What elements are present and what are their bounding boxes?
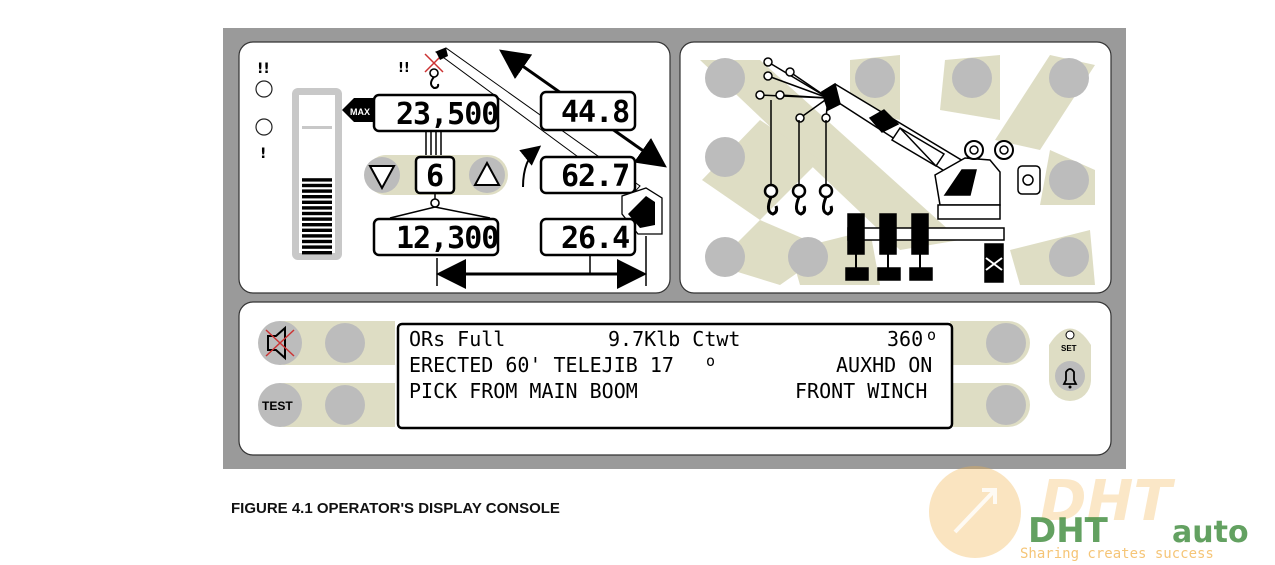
config-button[interactable] [1049,237,1089,277]
svg-text:SET: SET [1061,344,1077,353]
boom-angle-display [539,155,637,195]
load-bar-segment [302,234,332,238]
config-button[interactable] [1049,160,1089,200]
figure-caption: FIGURE 4.1 OPERATOR'S DISPLAY CONSOLE [231,500,560,517]
set-button[interactable]: SET [1049,328,1091,402]
svg-text:auto: auto [1172,515,1249,550]
boom-length-display [539,90,637,132]
load-bar-segment [302,178,332,182]
lcd-line1-mid: 9.7Klb Ctwt [608,327,740,351]
load-bar-segment [302,251,332,255]
decrease-parts-button[interactable] [364,157,400,193]
boom-angle-arc [519,145,542,188]
svg-text:MAX: MAX [350,107,370,117]
lcd-degree-mark-1: o [927,326,936,344]
soft-key-right-top[interactable] [986,323,1026,363]
soft-key-left-top[interactable] [325,323,365,363]
single-warning-lamp [255,118,273,136]
increase-parts-button[interactable] [469,157,505,193]
config-buttons[interactable] [705,58,1089,277]
load-bar-segment [302,195,332,199]
radius-value: 26.4 [561,221,629,256]
lcd-degree-mark-2: o [706,352,715,370]
load-bar-segment [302,206,332,210]
watermark-logo: DHT DHT auto Sharing creates success [929,466,1249,562]
load-bar-segment [302,200,332,204]
boom-angle-value: 62.7 [561,159,629,194]
load-bar-graph [292,88,342,260]
single-warning-icon: ! [260,146,266,162]
lcd-line1-left: ORs Full [409,327,505,351]
hook-block-icon [389,193,491,219]
double-warning-lamp [255,80,273,98]
config-button[interactable] [952,58,992,98]
load-bar-segment [302,211,332,216]
svg-text:DHT: DHT [1040,469,1175,534]
config-button[interactable] [705,137,745,177]
alarm-mute-button[interactable] [258,321,302,365]
radius-arrow [436,236,647,289]
load-bar-limit-mark [302,126,332,129]
config-button[interactable] [705,237,745,277]
load-bar-segment [302,217,332,221]
max-badge: MAX [342,98,374,122]
lcd-line3-left: PICK FROM MAIN BOOM [409,379,638,403]
load-bar-segment [302,228,332,232]
config-button[interactable] [788,237,828,277]
double-warning-icon: !! [257,61,270,77]
bell-icon [1062,368,1078,385]
lcd-message-display [396,322,954,430]
config-button[interactable] [1049,58,1089,98]
svg-text:TEST: TEST [262,399,293,413]
svg-text:!: ! [260,146,266,162]
lcd-line2-left: ERECTED 60' TELEJIB 17 [409,353,674,377]
lcd-line3-right: FRONT WINCH [795,379,927,403]
lcd-line2-right: AUXHD ON [836,353,932,377]
load-bar-segment [302,189,332,193]
svg-text:!!: !! [257,61,270,77]
config-button[interactable] [855,58,895,98]
lcd-line1-right: 360 [887,327,923,351]
crane-illustration-icon [755,57,1041,283]
config-button[interactable] [705,58,745,98]
load-bar-segment [302,239,332,244]
load-bar-segment [302,183,332,188]
max-load-value: 23,500 [396,97,498,132]
reeving-lines [425,131,442,157]
svg-text:!!: !! [398,61,410,76]
load-bar-segment [302,223,332,227]
test-button[interactable]: TEST [258,383,302,427]
svg-text:Sharing creates success: Sharing creates success [1020,546,1214,562]
load-bar-segment [302,245,332,249]
actual-load-display [372,217,500,257]
parts-of-line-value: 6 [426,159,443,194]
radius-display [539,217,637,257]
soft-key-right-bottom[interactable] [986,385,1026,425]
actual-load-value: 12,300 [396,221,498,256]
soft-key-left-bottom[interactable] [325,385,365,425]
svg-text:DHT: DHT [1028,511,1109,551]
boom-length-value: 44.8 [561,95,629,130]
